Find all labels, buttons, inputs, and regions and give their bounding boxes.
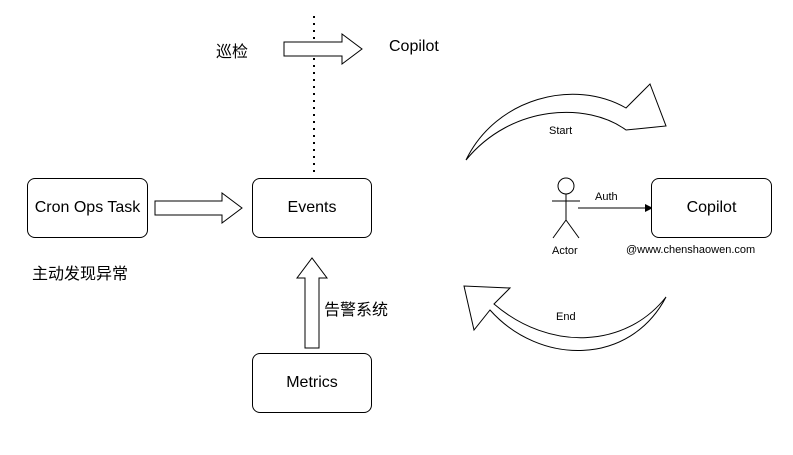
events-label: Events: [287, 199, 337, 216]
start-curved-arrow: [465, 83, 667, 161]
end-label: End: [556, 311, 576, 323]
active-discovery-label: 主动发现异常: [32, 266, 129, 283]
cron-to-events-arrow: [154, 192, 243, 224]
alert-system-label: 告警系统: [324, 302, 389, 319]
metrics-to-events-arrow: [296, 257, 328, 349]
auth-label: Auth: [595, 191, 618, 203]
actor-icon: [552, 177, 580, 239]
patrol-label: 巡检: [216, 44, 249, 61]
copilot-top-label: Copilot: [389, 38, 439, 55]
actor-label: Actor: [552, 245, 578, 257]
cron-ops-task-node: Cron Ops Task: [27, 178, 148, 238]
patrol-block-arrow: [283, 33, 363, 65]
watermark-label: @www.chenshaowen.com: [626, 244, 756, 256]
cron-ops-task-label: Cron Ops Task: [34, 199, 141, 216]
start-label: Start: [549, 125, 573, 137]
events-node: Events: [252, 178, 372, 238]
end-curved-arrow: [463, 285, 667, 351]
copilot-node: Copilot: [651, 178, 772, 238]
metrics-node: Metrics: [252, 353, 372, 413]
copilot-box-label: Copilot: [686, 199, 737, 216]
metrics-label: Metrics: [286, 374, 338, 391]
